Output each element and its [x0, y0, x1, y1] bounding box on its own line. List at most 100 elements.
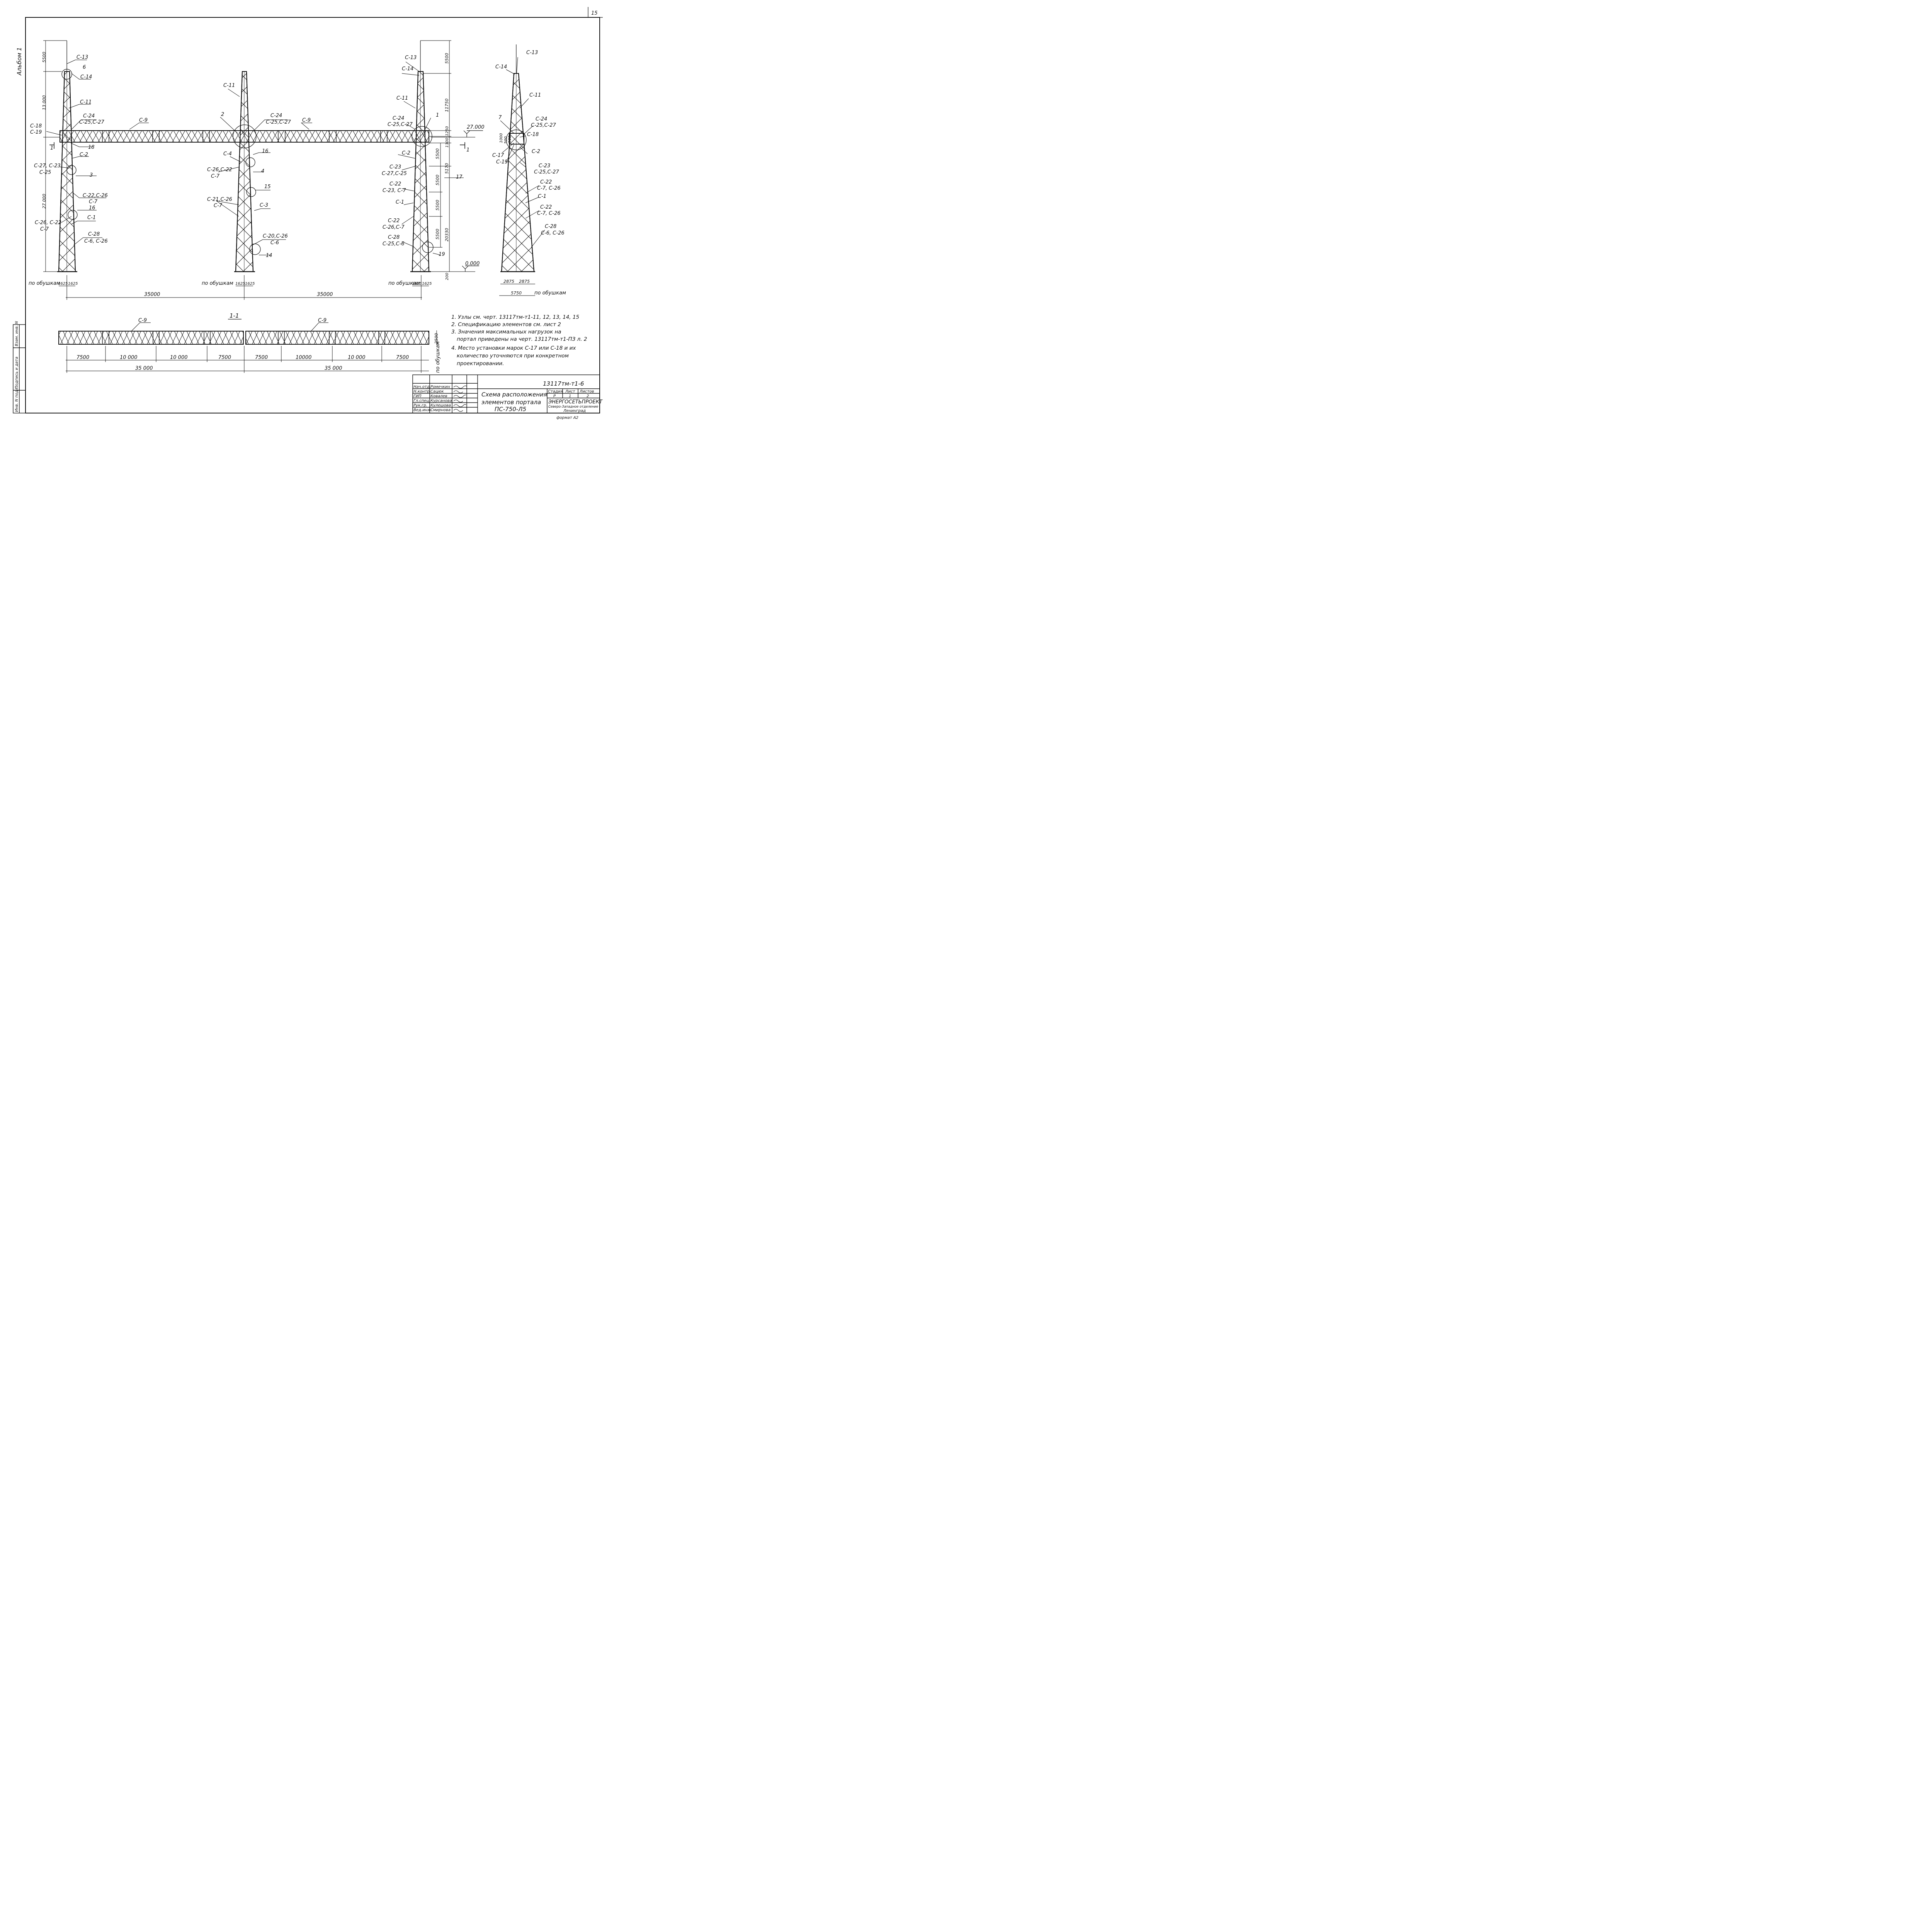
- elevation-zero: 0.000: [465, 261, 480, 267]
- lbl-l-c1: С-1: [87, 215, 96, 221]
- base-mid-b: 1625: [245, 282, 255, 286]
- lbl-s-c6: С-6, С-26: [541, 230, 565, 236]
- lbl-l-c13: С-13: [77, 54, 88, 60]
- sheet-header: Лист: [565, 389, 576, 394]
- name-4: Кулешова: [430, 403, 451, 408]
- lbl-m-16: 16: [262, 148, 269, 154]
- lbl-r-17: 17: [456, 174, 463, 180]
- leader-lines: [46, 57, 545, 255]
- right-pylon-labels: С-13 С-14 С-11 С-24 С-25,С-27 1 С-2 С-23…: [382, 55, 463, 257]
- name-5: Смирнова: [430, 408, 451, 412]
- side-label-inv: Инв. N подл.: [15, 386, 19, 412]
- lbl-s-c7b: С-7, С-26: [537, 211, 561, 216]
- lbl-r-19: 19: [439, 252, 445, 257]
- section-dimension-lines: [66, 330, 437, 373]
- lbl-s-c25: С-25,С-27: [531, 122, 556, 128]
- sheet-value: 1: [569, 394, 571, 398]
- lbl-l-c22: С-22,С-26: [83, 193, 108, 199]
- side-label-sign: Подпись и дата: [15, 357, 19, 389]
- lbl-r-c23b: С-23, С-7: [383, 188, 406, 194]
- notes: 1. Узлы см. черт. 13117тм-т1-11, 12, 13,…: [451, 314, 587, 367]
- lbl-l-c24: С-24: [83, 113, 95, 119]
- note-3a: 3. Значения максимальных нагрузок на: [451, 329, 561, 335]
- side-pylon-labels: С-13 С-14 С-11 С-24 С-25,С-27 7 С-18 С-1…: [492, 50, 565, 236]
- lbl-m-14: 14: [266, 253, 272, 259]
- dim-left-bottom: 27 000: [42, 194, 47, 209]
- base-left-a: 1625: [58, 282, 68, 286]
- lbl-s-c1: С-1: [538, 194, 546, 199]
- side-stamp: [13, 324, 26, 413]
- dim-right-5: 5170: [444, 163, 449, 174]
- base-right-b: 1625: [422, 282, 432, 286]
- side-dim-0: 1000: [499, 133, 503, 143]
- lbl-l-c14: С-14: [80, 74, 92, 80]
- dim-right-7: 5500: [435, 200, 440, 211]
- section-title: 1-1: [230, 312, 239, 319]
- lbl-m-c20: С-20,С-26: [263, 233, 288, 239]
- left-dimension-lines: [43, 40, 67, 272]
- title-line-1: Схема расположения: [481, 391, 547, 398]
- title-block-grid: [412, 374, 600, 413]
- role-1: Н.контр.: [413, 389, 431, 394]
- lbl-l-18: 18: [88, 145, 95, 150]
- beam-label-right: С-9: [302, 117, 311, 123]
- org-sub: Северо-Западное отделение: [548, 405, 598, 409]
- section-beam-label-left: С-9: [138, 318, 147, 323]
- sec-height: 2500: [434, 333, 439, 344]
- right-dimension-lines: [420, 40, 475, 272]
- base-mid-a: 1625: [235, 282, 245, 286]
- lbl-l-c18: С-18: [30, 123, 42, 129]
- lbl-s-c11: С-11: [529, 92, 541, 98]
- by-angles-mid: по обушкам: [202, 281, 233, 286]
- beam-label-left: С-9: [139, 117, 148, 123]
- note-1: 1. Узлы см. черт. 13117тм-т1-11, 12, 13,…: [451, 314, 579, 320]
- lbl-l-6: 6: [83, 65, 86, 70]
- stage-header: Стадия: [548, 389, 563, 394]
- note-4a: 4. Место установки марок С-17 или С-18 и…: [451, 345, 576, 351]
- lbl-s-c19: С-19: [496, 159, 508, 165]
- lbl-r-c1: С-1: [396, 199, 404, 205]
- elevation-top: 27.000: [467, 124, 485, 130]
- name-3: Курсанова: [430, 399, 452, 403]
- span-left: 35000: [144, 292, 160, 298]
- lbl-r-c24: С-24: [393, 116, 404, 121]
- sec-panel-7: 7500: [396, 355, 409, 361]
- name-1: Сацюк: [430, 389, 444, 394]
- base-left-b: 1625: [68, 282, 78, 286]
- lbl-l-c27: С-27, С-23: [34, 163, 61, 169]
- section-mark-left: 1: [50, 145, 53, 151]
- role-3: Гл.спец.: [413, 399, 430, 403]
- name-0: Ромечкин: [430, 385, 450, 389]
- lbl-l-c19: С-19: [30, 129, 42, 135]
- drawing-sheet: 15 Альбом 1 Инв. N подл. Подпись и дата …: [13, 7, 603, 420]
- lbl-s-c25b: С-25,С-27: [534, 169, 559, 175]
- section-mark-right: 1: [466, 147, 469, 153]
- sec-panel-1: 10 000: [120, 355, 138, 361]
- base-right-a: 1625: [412, 282, 422, 286]
- dim-right-9: 20330: [444, 228, 449, 242]
- side-base-b: 2875: [519, 279, 530, 284]
- sheet-format: формат А2: [556, 416, 578, 420]
- note-2: 2. Спецификацию элементов см. лист 2: [451, 321, 561, 328]
- lbl-m-c7b: С-7: [214, 203, 223, 209]
- lbl-r-c11: С-11: [396, 95, 408, 101]
- side-base-a: 2875: [503, 279, 514, 284]
- span-right: 35000: [317, 292, 333, 298]
- org-city: Ленинград: [563, 409, 586, 413]
- note-4b: количество уточняются при конкретном: [457, 353, 569, 359]
- lbl-r-c28: С-28: [388, 235, 400, 240]
- by-angles-left: по обушкам: [29, 281, 60, 286]
- roles: Нач.отд. Н.контр. ГИП Гл.спец. Рук.гр. В…: [413, 385, 452, 412]
- dim-right-6: 5500: [435, 175, 440, 185]
- sec-panel-4: 7500: [255, 355, 268, 361]
- by-angles-side: по обушкам: [534, 290, 566, 296]
- lbl-m-c4: С-4: [223, 151, 232, 157]
- lbl-s-c2: С-2: [532, 149, 540, 155]
- dim-right-8: 5500: [435, 229, 440, 240]
- note-4c: проектировании.: [457, 361, 504, 367]
- org-name: ЭНЕРГОСЕТЬПРОЕКТ: [548, 399, 603, 405]
- lbl-m-2: 2: [221, 112, 224, 117]
- side-pylon: [500, 44, 535, 272]
- by-angles-right: по обушкам: [388, 281, 420, 286]
- left-pylon: [57, 41, 77, 272]
